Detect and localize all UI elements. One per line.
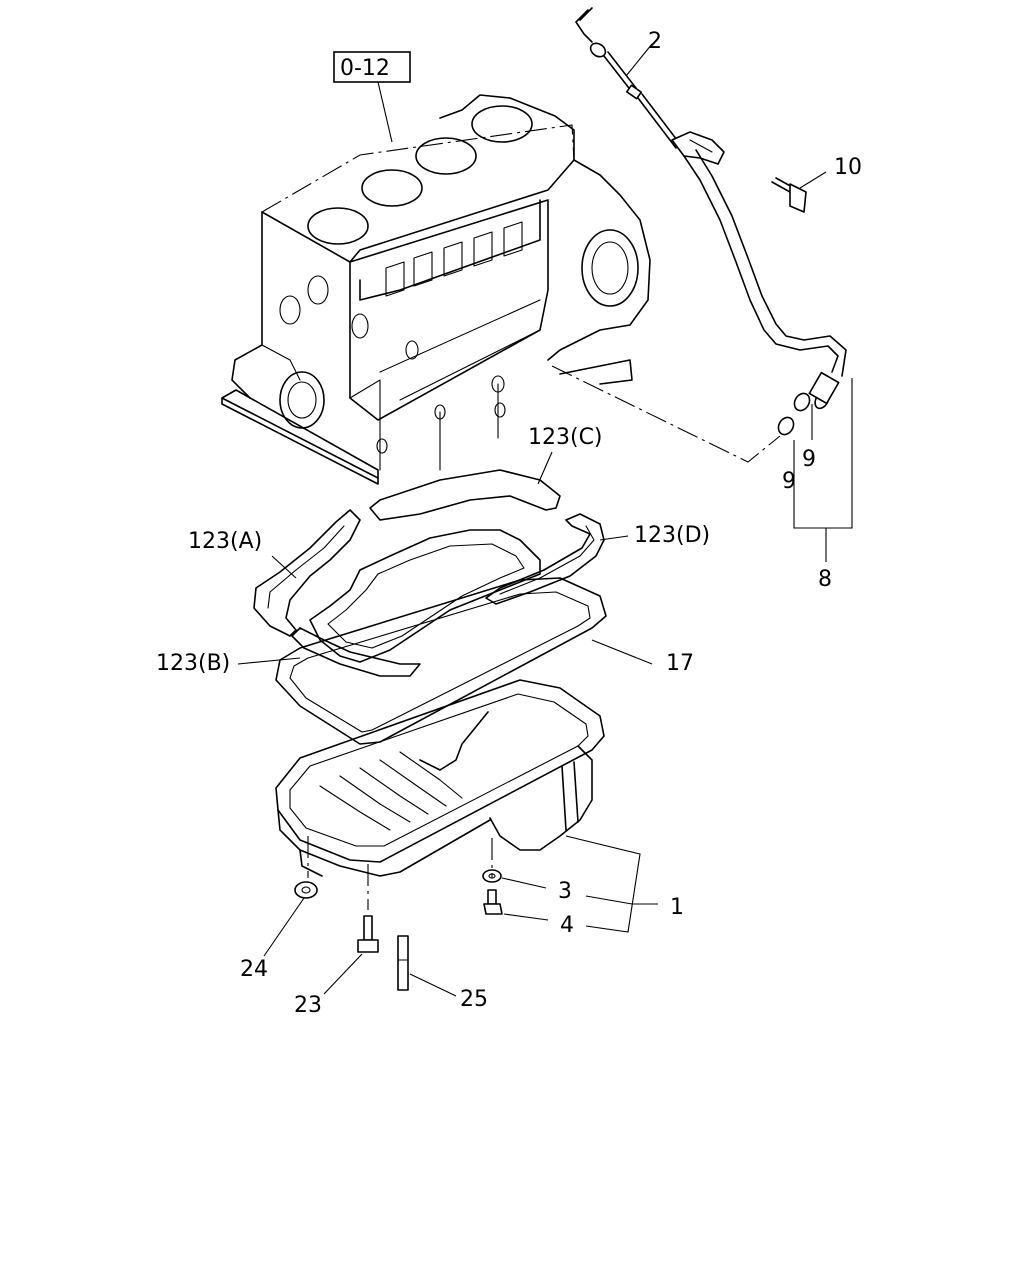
label-25: 25: [460, 987, 488, 1012]
label-4: 4: [560, 913, 574, 938]
label-1: 1: [670, 895, 684, 920]
reference-box-label: 0-12: [340, 56, 390, 81]
drain-washer-3: [482, 869, 502, 883]
label-17: 17: [666, 651, 694, 676]
pan-gasket-17: [275, 577, 607, 745]
oil-pan: [275, 679, 605, 910]
label-123d: 123(D): [634, 523, 710, 548]
leader-lines: [237, 43, 853, 997]
dipstick-assembly: [551, 7, 847, 463]
nut-24: [294, 881, 318, 899]
drain-plug-4: [483, 889, 503, 915]
label-24: 24: [240, 957, 268, 982]
bolt-10: [771, 177, 807, 213]
label-123a: 123(A): [188, 529, 262, 554]
engine-block: [221, 81, 651, 485]
bolt-23: [357, 915, 379, 953]
label-123b: 123(B): [156, 651, 230, 676]
label-23: 23: [294, 993, 322, 1018]
label-2: 2: [648, 29, 662, 54]
label-3: 3: [558, 879, 572, 904]
label-123c: 123(C): [528, 425, 603, 450]
label-10: 10: [834, 155, 862, 180]
label-9-upper: 9: [802, 447, 816, 472]
stud-25: [397, 935, 409, 991]
part-labels: 2 10 9 9 8 123(C) 123(A) 123(D) 123(B) 1…: [156, 29, 862, 1018]
label-8: 8: [818, 567, 832, 592]
label-9-lower: 9: [782, 469, 796, 494]
reference-box: 0-12: [333, 51, 411, 83]
gasket-123-set: [253, 469, 605, 677]
